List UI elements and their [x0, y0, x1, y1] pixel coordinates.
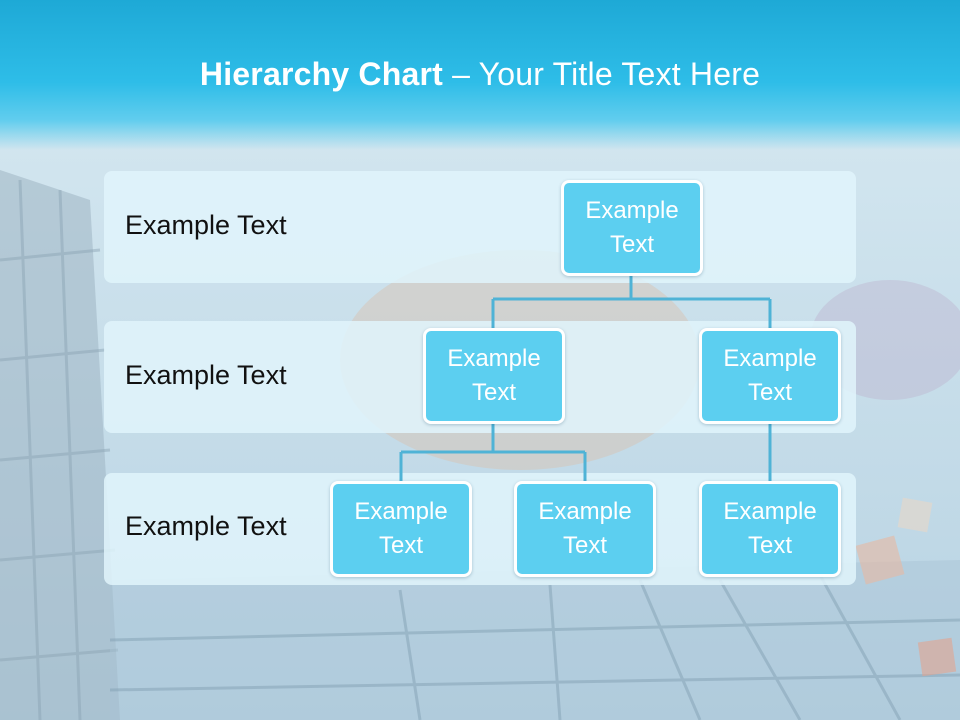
node-l3-b-line1: Example — [538, 498, 632, 525]
level-label-1: Example Text — [125, 210, 287, 240]
level-label-3: Example Text — [125, 511, 287, 541]
node-l3-a-line1: Example — [354, 498, 448, 525]
node-level2-right: Example Text — [699, 328, 841, 424]
node-root: Example Text — [561, 180, 703, 276]
title-bold: Hierarchy Chart — [199, 56, 443, 92]
node-l3-a-line2: Text — [378, 532, 423, 559]
level-label-2: Example Text — [125, 360, 287, 390]
node-level3-c: Example Text — [699, 481, 841, 577]
node-level3-b: Example Text — [514, 481, 656, 577]
level-band-1 — [104, 171, 856, 283]
node-root-line1: Example — [585, 197, 679, 224]
node-l2-left-line1: Example — [447, 345, 541, 372]
node-l3-c-line2: Text — [747, 532, 792, 559]
node-level3-a: Example Text — [330, 481, 472, 577]
node-l2-right-line1: Example — [723, 345, 817, 372]
node-l3-b-line2: Text — [562, 532, 607, 559]
node-level2-left: Example Text — [423, 328, 565, 424]
node-root-line2: Text — [609, 231, 654, 258]
node-l2-right-line2: Text — [747, 379, 792, 406]
title-rest: – Your Title Text Here — [443, 56, 761, 92]
header-band — [0, 0, 960, 150]
node-l3-c-line1: Example — [723, 498, 817, 525]
node-l2-left-line2: Text — [471, 379, 516, 406]
slide-title: Hierarchy Chart – Your Title Text Here — [0, 56, 960, 93]
